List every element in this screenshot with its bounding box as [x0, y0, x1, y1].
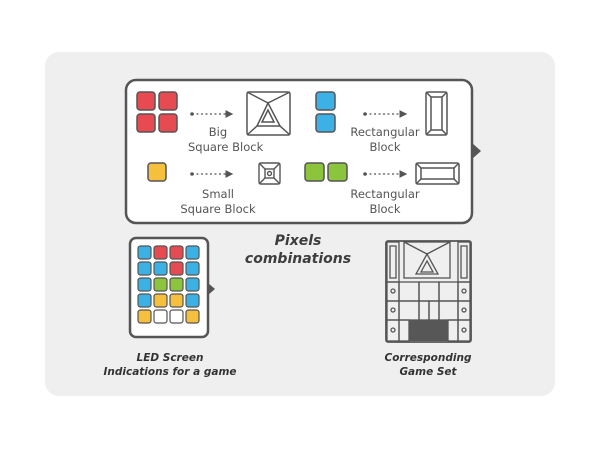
led-pixel	[169, 293, 184, 308]
rect-top-label: Rectangular Block	[345, 125, 425, 155]
pixels-combinations-line1: Pixels	[274, 233, 322, 249]
pixel-cell-green	[327, 162, 348, 182]
vertical-rect-game-piece	[425, 91, 448, 136]
rect-block-green-pixels	[304, 162, 348, 182]
led-pixel	[137, 309, 152, 324]
horizontal-rect-game-piece	[415, 162, 460, 185]
led-pixel	[153, 277, 168, 292]
pixel-cell-blue	[315, 91, 336, 111]
pixel-cell-green	[304, 162, 325, 182]
small-square-label-line2: Square Block	[180, 202, 256, 216]
led-caption-line2: Indications for a game	[103, 366, 237, 378]
led-pixel	[137, 261, 152, 276]
led-pixel	[185, 309, 200, 324]
led-pixel	[153, 293, 168, 308]
led-screen-caption: LED Screen Indications for a game	[95, 351, 245, 379]
led-screen	[128, 236, 215, 339]
pixel-mapping-panel	[124, 78, 481, 225]
game-set-dark-block	[409, 320, 448, 341]
led-pixel	[137, 277, 152, 292]
led-pixel	[153, 261, 168, 276]
big-square-game-piece	[246, 91, 291, 136]
led-pixel	[137, 293, 152, 308]
rect-top-label-line1: Rectangular	[350, 125, 420, 139]
big-square-label-line2: Square Block	[188, 140, 264, 154]
pixel-cell-blue	[315, 113, 336, 133]
pixel-cell-red	[158, 113, 178, 133]
rect-block-blue-pixels	[315, 91, 336, 133]
pixel-cell-red	[158, 91, 178, 111]
small-square-label: Small Square Block	[178, 187, 258, 217]
led-caption-line1: LED Screen	[136, 352, 204, 364]
small-square-yellow-pixel	[147, 162, 167, 182]
pixel-cell-red	[136, 113, 156, 133]
rect-bottom-label: Rectangular Block	[345, 187, 425, 217]
game-set-caption-line1: Corresponding	[384, 352, 472, 364]
led-pixel	[169, 245, 184, 260]
led-pixel	[169, 277, 184, 292]
game-set-caption-line2: Game Set	[399, 366, 457, 378]
small-square-game-piece	[258, 162, 281, 185]
rect-bottom-label-line2: Block	[369, 202, 401, 216]
small-square-label-line1: Small	[202, 187, 234, 201]
led-pixel	[153, 309, 168, 324]
led-pixel	[153, 245, 168, 260]
led-pixel	[185, 261, 200, 276]
big-square-red-pixels	[136, 91, 178, 133]
led-pixel	[169, 261, 184, 276]
rect-top-label-line2: Block	[369, 140, 401, 154]
led-pixel	[185, 245, 200, 260]
game-set-caption: Corresponding Game Set	[368, 351, 488, 379]
led-pixel	[185, 277, 200, 292]
led-pixel-grid	[137, 245, 200, 324]
game-set-board	[385, 240, 472, 343]
led-pixel	[137, 245, 152, 260]
led-pixel	[185, 293, 200, 308]
pixel-cell-red	[136, 91, 156, 111]
pixels-combinations-line2: combinations	[244, 251, 352, 267]
big-square-label: Big Square Block	[188, 125, 264, 155]
rect-bottom-label-line1: Rectangular	[350, 187, 420, 201]
pixels-combinations-title: Pixels combinations	[233, 232, 363, 268]
big-square-label-line1: Big	[208, 125, 228, 139]
led-pixel	[169, 309, 184, 324]
